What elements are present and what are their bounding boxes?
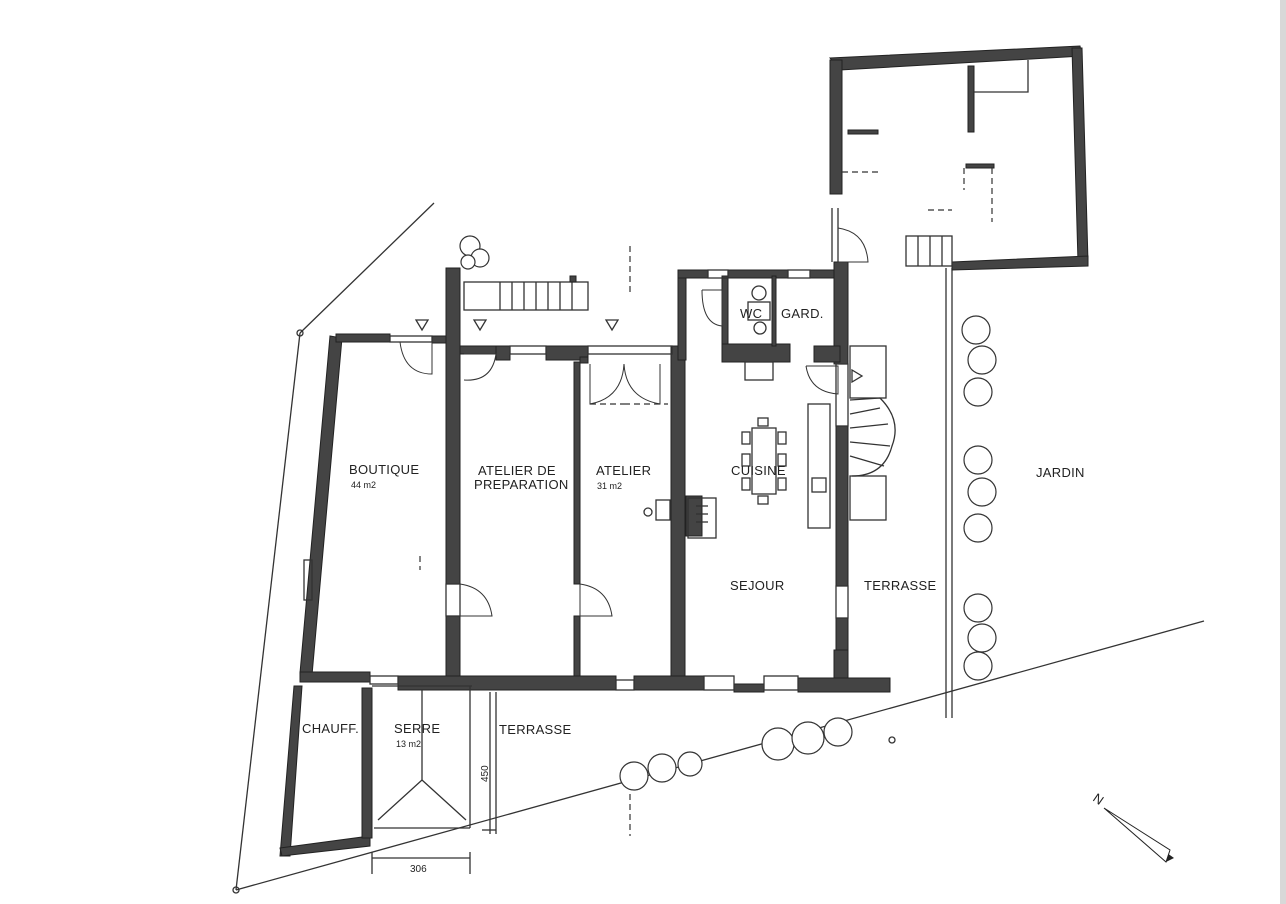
room-labels: BOUTIQUE 44 m2 ATELIER DE PREPARATION AT… <box>302 306 1085 749</box>
property-boundary <box>232 202 1205 894</box>
dimension-label-depth: 450 <box>480 765 491 782</box>
room-label-sejour: SEJOUR <box>730 578 785 593</box>
room-label-atelier: ATELIER <box>596 463 651 478</box>
north-label: N <box>1090 790 1107 808</box>
kitchen-furniture <box>643 285 831 539</box>
dimension-lines <box>371 692 497 874</box>
room-label-atelier-prep-line2: PREPARATION <box>474 477 569 492</box>
room-label-gard: GARD. <box>781 306 824 321</box>
page-edge-bar <box>1280 0 1286 904</box>
outbuilding-walls <box>828 45 1089 271</box>
north-arrow-icon: N <box>1090 790 1174 863</box>
room-label-terrasse-east: TERRASSE <box>864 578 937 593</box>
room-area-boutique: 44 m2 <box>351 480 376 490</box>
main-walls <box>299 261 891 693</box>
annex-walls <box>279 685 496 857</box>
stairs <box>463 209 953 521</box>
door-swings <box>399 208 869 617</box>
dimension-label-width: 306 <box>410 864 427 875</box>
room-label-cuisine: CUISINE <box>731 463 786 478</box>
entrance-markers <box>414 319 864 384</box>
room-label-boutique: BOUTIQUE <box>349 462 419 477</box>
room-label-wc: WC <box>740 306 762 321</box>
room-label-jardin: JARDIN <box>1036 465 1085 480</box>
vegetation <box>459 235 997 791</box>
room-area-serre: 13 m2 <box>396 739 421 749</box>
windows <box>303 269 849 691</box>
room-label-chauff: CHAUFF. <box>302 721 359 736</box>
room-label-serre: SERRE <box>394 721 440 736</box>
room-area-atelier: 31 m2 <box>597 481 622 491</box>
room-label-atelier-prep-line1: ATELIER DE <box>478 463 556 478</box>
room-label-terrasse-south: TERRASSE <box>499 722 572 737</box>
